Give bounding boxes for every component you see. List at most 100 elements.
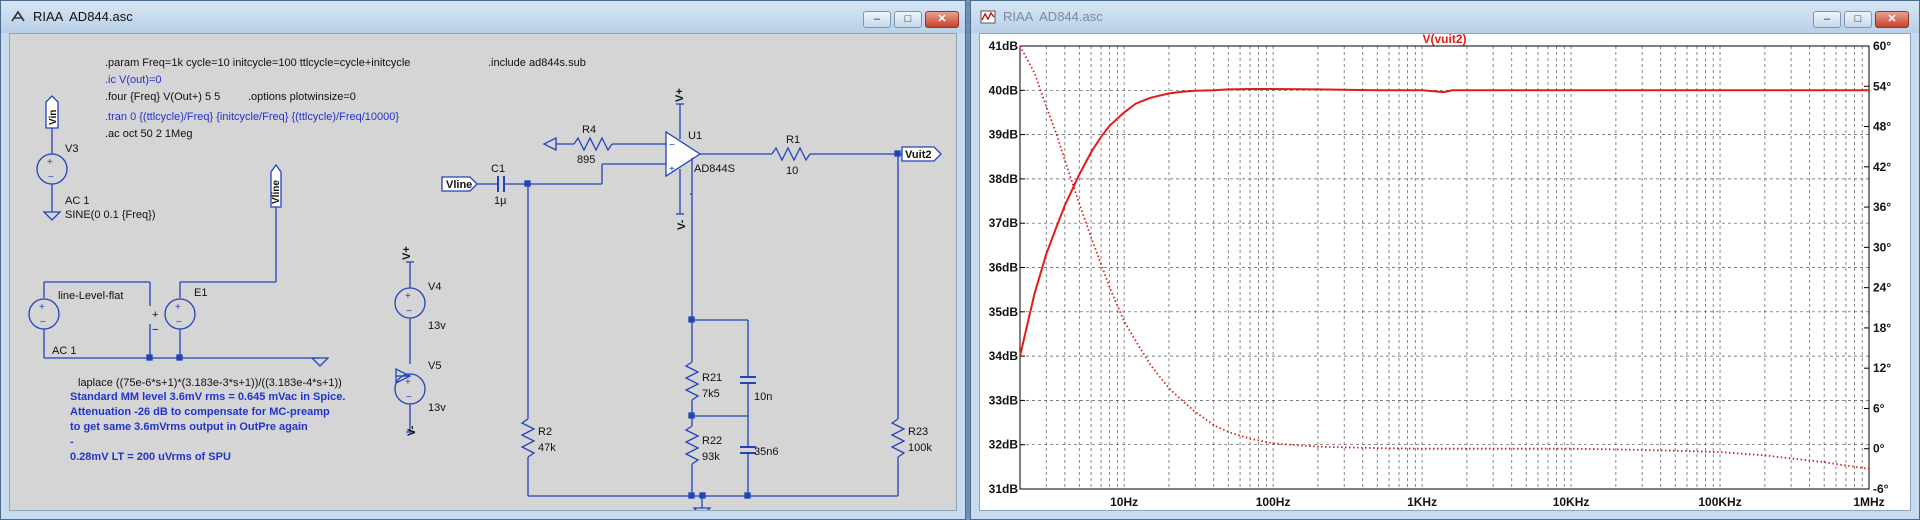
directive-tran[interactable]: .tran 0 {(ttlcycle)/Freq} {initcycle/Fre… [105, 111, 399, 123]
y-tick-label: 34dB [989, 349, 1019, 363]
y2-axis-ticks: -6°0°6°12°18°24°30°36°42°48°54°60° [1864, 39, 1891, 496]
directive-ic[interactable]: .ic V(out)=0 [105, 74, 162, 86]
directive-include[interactable]: .include ad844s.sub [488, 57, 586, 69]
junction-dot [688, 492, 695, 499]
close-icon: ✕ [937, 13, 947, 25]
y-tick-label: 36dB [989, 261, 1019, 275]
r4-value: 895 [577, 154, 595, 166]
vline-input-flag[interactable] [441, 176, 478, 192]
minimize-icon: – [873, 13, 881, 25]
y2-tick-label: 24° [1873, 281, 1891, 295]
schematic-titlebar[interactable]: RIAA AD844.asc – □ ✕ [1, 1, 965, 33]
r2-resistor[interactable] [520, 418, 536, 458]
directive-four[interactable]: .four {Freq} V(Out+) 5 5 [105, 91, 220, 103]
close-button[interactable]: ✕ [925, 11, 959, 28]
vin-flag[interactable] [45, 95, 59, 129]
v4-vplus-label: V+ [401, 246, 413, 260]
r4-name: R4 [582, 124, 596, 136]
c35n6-value: 35n6 [754, 446, 778, 458]
v5-plus-icon: + [405, 377, 411, 388]
c1-name: C1 [491, 163, 505, 175]
y-tick-label: 31dB [989, 482, 1019, 496]
y2-tick-label: 30° [1873, 240, 1891, 254]
v4-minus-icon: − [406, 306, 412, 317]
directive-options[interactable]: .options plotwinsize=0 [248, 91, 356, 103]
schematic-svg[interactable]: .param Freq=1k cycle=10 initcycle=100 tt… [10, 34, 957, 511]
r4-resistor[interactable] [573, 136, 613, 152]
y-tick-label: 33dB [989, 393, 1019, 407]
waveform-window-title: RIAA AD844.asc [1003, 9, 1103, 24]
src-ac: AC 1 [52, 345, 76, 357]
y2-tick-label: -6° [1873, 482, 1889, 496]
directive-param[interactable]: .param Freq=1k cycle=10 initcycle=100 tt… [105, 57, 410, 69]
v3-ac: AC 1 [65, 195, 89, 207]
v5-minus-icon: − [406, 392, 412, 403]
minimize-button[interactable]: – [863, 11, 891, 28]
r21-resistor[interactable] [684, 361, 700, 401]
src-plus-icon: + [39, 302, 45, 313]
x-tick-label: 10Hz [1110, 495, 1138, 509]
trace-title[interactable]: V(vuit2) [1422, 34, 1466, 46]
u1-opamp[interactable] [665, 130, 702, 178]
schematic-window-title: RIAA AD844.asc [33, 9, 133, 24]
u1-name: U1 [688, 130, 702, 142]
r21-value: 7k5 [702, 388, 720, 400]
y-tick-label: 40dB [989, 83, 1019, 97]
vline-input-flag-label: Vline [446, 179, 472, 191]
v3-sine: SINE(0 0.1 {Freq}) [65, 209, 156, 221]
r23-name: R23 [908, 426, 928, 438]
v4-plus-icon: + [405, 291, 411, 302]
y-tick-label: 41dB [989, 39, 1019, 53]
r4-ground-icon [542, 136, 557, 152]
r1-resistor[interactable] [771, 146, 811, 162]
comment-line-5[interactable]: 0.28mV LT = 200 uVrms of SPU [70, 451, 231, 463]
vline-output-flag-label: Vline [271, 180, 282, 204]
comment-line-2[interactable]: Attenuation -26 dB to compensate for MC-… [70, 406, 330, 418]
waveform-titlebar[interactable]: RIAA AD844.asc – □ ✕ [971, 1, 1919, 33]
e1-inner-plus-icon: + [175, 302, 181, 313]
src-label: line-Level-flat [58, 290, 123, 302]
x-tick-label: 100Hz [1256, 495, 1291, 509]
y-tick-label: 35dB [989, 305, 1019, 319]
series-magnitude-line[interactable] [1019, 88, 1869, 357]
comment-line-3[interactable]: to get same 3.6mVrms output in OutPre ag… [70, 421, 308, 433]
e1-minus-label: − [152, 324, 158, 336]
maximize-button[interactable]: □ [1844, 11, 1872, 28]
y2-tick-label: 6° [1873, 401, 1885, 415]
directive-ac[interactable]: .ac oct 50 2 1Meg [105, 128, 192, 140]
v5-value: 13v [428, 402, 446, 414]
r23-value: 100k [908, 442, 932, 454]
plot-frame [1019, 45, 1870, 490]
r22-resistor[interactable] [684, 425, 700, 465]
maximize-icon: □ [1854, 13, 1862, 25]
r1-value: 10 [786, 165, 798, 177]
y-tick-label: 38dB [989, 172, 1019, 186]
schematic-canvas[interactable]: .param Freq=1k cycle=10 initcycle=100 tt… [9, 33, 957, 511]
minimize-button[interactable]: – [1813, 11, 1841, 28]
y2-tick-label: 60° [1873, 39, 1891, 53]
r2-value: 47k [538, 442, 556, 454]
y2-tick-label: 0° [1873, 442, 1885, 456]
e1-name: E1 [194, 287, 207, 299]
junction-dot [146, 354, 153, 361]
y2-tick-label: 12° [1873, 361, 1891, 375]
v5-vminus-label: V- [406, 425, 418, 436]
vuit2-flag[interactable] [901, 146, 942, 162]
laplace-expression[interactable]: laplace ((75e-6*s+1)*(3.183e-3*s+1))/((3… [78, 377, 342, 389]
minimize-icon: – [1823, 13, 1831, 25]
v3-minus-icon: − [48, 172, 54, 183]
y2-tick-label: 54° [1873, 79, 1891, 93]
junction-dot [176, 354, 183, 361]
r23-resistor[interactable] [890, 418, 906, 458]
comment-line-1[interactable]: Standard MM level 3.6mV rms = 0.645 mVac… [70, 391, 345, 403]
y2-tick-label: 42° [1873, 160, 1891, 174]
maximize-button[interactable]: □ [894, 11, 922, 28]
series-phase-line[interactable] [1019, 45, 1870, 470]
vline-output-flag[interactable] [270, 163, 282, 208]
comment-line-4[interactable]: - [70, 436, 74, 448]
close-button[interactable]: ✕ [1875, 11, 1909, 28]
u1-vminus-label: V- [676, 219, 688, 230]
